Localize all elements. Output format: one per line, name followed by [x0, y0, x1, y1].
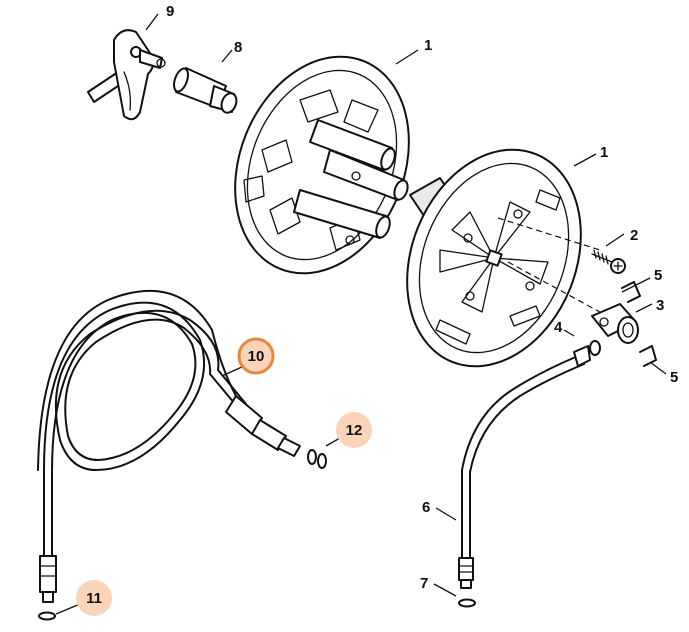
callout-5b: 5: [670, 369, 678, 386]
callout-12-highlighted: 12: [336, 412, 372, 448]
callout-8: 8: [234, 39, 242, 56]
svg-text:6: 6: [422, 499, 430, 516]
svg-text:9: 9: [166, 3, 174, 20]
svg-text:2: 2: [630, 227, 638, 244]
svg-text:1: 1: [600, 144, 608, 161]
part-10-hose-coil: [37, 289, 301, 603]
part-3-swivel: [591, 303, 639, 344]
callout-7: 7: [420, 575, 428, 592]
callout-1b: 1: [600, 144, 608, 161]
callout-3: 3: [656, 297, 664, 314]
part-5-clip-lower: [639, 345, 657, 367]
svg-text:12: 12: [346, 422, 363, 439]
svg-text:5: 5: [654, 267, 662, 284]
part-6-connecting-hose: [458, 345, 591, 589]
callout-4: 4: [554, 319, 563, 336]
part-9-hose-guide: [87, 29, 166, 121]
part-12-o-rings: [307, 449, 327, 469]
callout-11-highlighted: 11: [76, 580, 112, 616]
alignment-line-swivel: [507, 261, 601, 313]
callout-1a: 1: [424, 37, 432, 54]
part-7-o-ring: [458, 598, 476, 608]
callout-6: 6: [422, 499, 430, 516]
part-2-screw: [591, 249, 626, 274]
callout-5a: 5: [654, 267, 662, 284]
svg-text:1: 1: [424, 37, 432, 54]
svg-text:5: 5: [670, 369, 678, 386]
svg-text:10: 10: [248, 348, 265, 365]
alignment-line-screw: [497, 217, 601, 251]
part-8-sleeve: [173, 67, 238, 114]
callout-2: 2: [630, 227, 638, 244]
callout-9: 9: [166, 3, 174, 20]
svg-text:11: 11: [86, 590, 102, 607]
svg-text:4: 4: [554, 319, 563, 336]
leader-lines: [55, 13, 667, 615]
part-4-o-ring: [589, 340, 601, 356]
part-1-reel-half-right: [406, 148, 582, 368]
svg-text:7: 7: [420, 575, 428, 592]
callout-10-highlighted: 10: [237, 337, 275, 375]
part-1-reel-half-left: [234, 55, 410, 275]
part-11-o-ring: [38, 611, 56, 621]
svg-text:3: 3: [656, 297, 664, 314]
part-5-clip-upper: [621, 281, 641, 303]
svg-text:8: 8: [234, 39, 242, 56]
